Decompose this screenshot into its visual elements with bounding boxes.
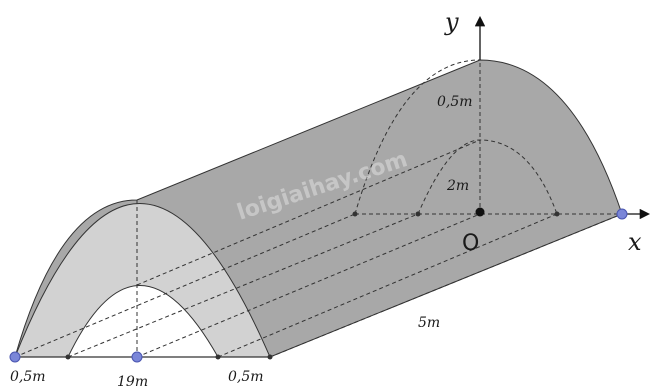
label-origin: O xyxy=(462,231,479,256)
label-y-axis: y xyxy=(444,8,459,36)
hidden-edges xyxy=(14,59,623,358)
label-length: 5m xyxy=(418,315,440,331)
label-inner-height: 2m xyxy=(446,178,469,194)
point-base-mid xyxy=(131,351,143,363)
point-right-end xyxy=(616,208,628,220)
label-base-right-margin: 0,5m xyxy=(228,369,264,385)
label-base-span: 19m xyxy=(117,374,148,390)
front-arch-face xyxy=(14,203,271,358)
origin-point xyxy=(475,207,485,217)
label-base-left-margin: 0,5m xyxy=(10,369,46,385)
label-x-axis: x xyxy=(628,228,642,256)
inner-arch-opening xyxy=(67,285,219,358)
label-top-gap: 0,5m xyxy=(437,94,473,110)
reference-points xyxy=(9,207,628,363)
point-left-end xyxy=(9,351,21,363)
